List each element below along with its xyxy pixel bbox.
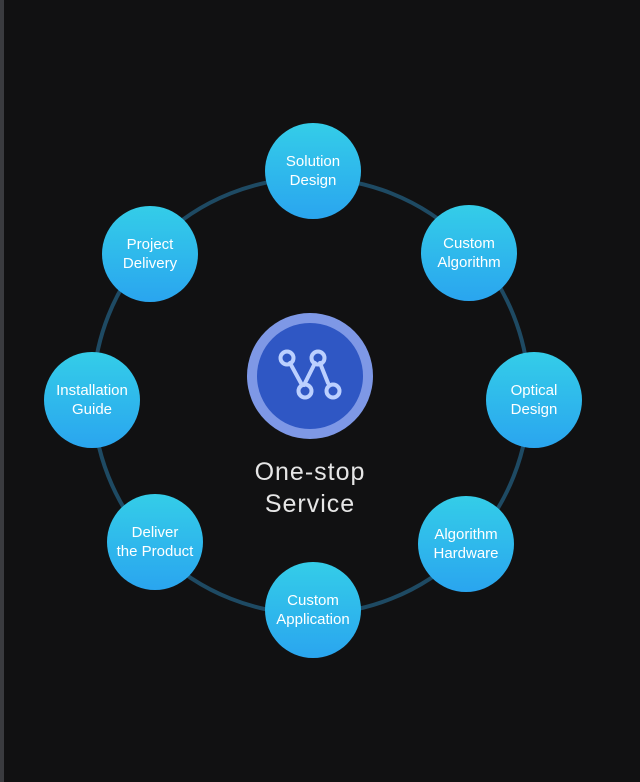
workflow-nodes-icon — [278, 349, 342, 400]
node-label: Installation Guide — [56, 382, 128, 418]
node-label: Optical Design — [510, 382, 558, 418]
node-label: Solution Design — [285, 153, 341, 189]
node-label: Deliver the Product — [116, 524, 194, 560]
diagram-canvas: Solution Design Custom Algorithm Optical… — [4, 0, 640, 782]
hub-core — [257, 323, 363, 429]
node-label: Custom Algorithm — [437, 235, 501, 271]
node-optical-design[interactable]: Optical Design — [486, 352, 582, 448]
node-project-delivery[interactable]: Project Delivery — [102, 206, 198, 302]
node-installation-guide[interactable]: Installation Guide — [44, 352, 140, 448]
center-title-line-2: Service — [264, 490, 356, 518]
node-deliver-the-product[interactable]: Deliver the Product — [107, 494, 203, 590]
node-custom-algorithm[interactable]: Custom Algorithm — [421, 205, 517, 301]
node-label: Project Delivery — [122, 236, 178, 272]
node-algorithm-hardware[interactable]: Algorithm Hardware — [418, 496, 514, 592]
center-title-line-1: One-stop — [254, 458, 366, 486]
center-hub — [247, 313, 373, 439]
node-solution-design[interactable]: Solution Design — [265, 123, 361, 219]
center-title: One-stop Service — [210, 456, 410, 520]
node-label: Custom Application — [276, 592, 350, 628]
node-label: Algorithm Hardware — [433, 526, 499, 562]
node-custom-application[interactable]: Custom Application — [265, 562, 361, 658]
